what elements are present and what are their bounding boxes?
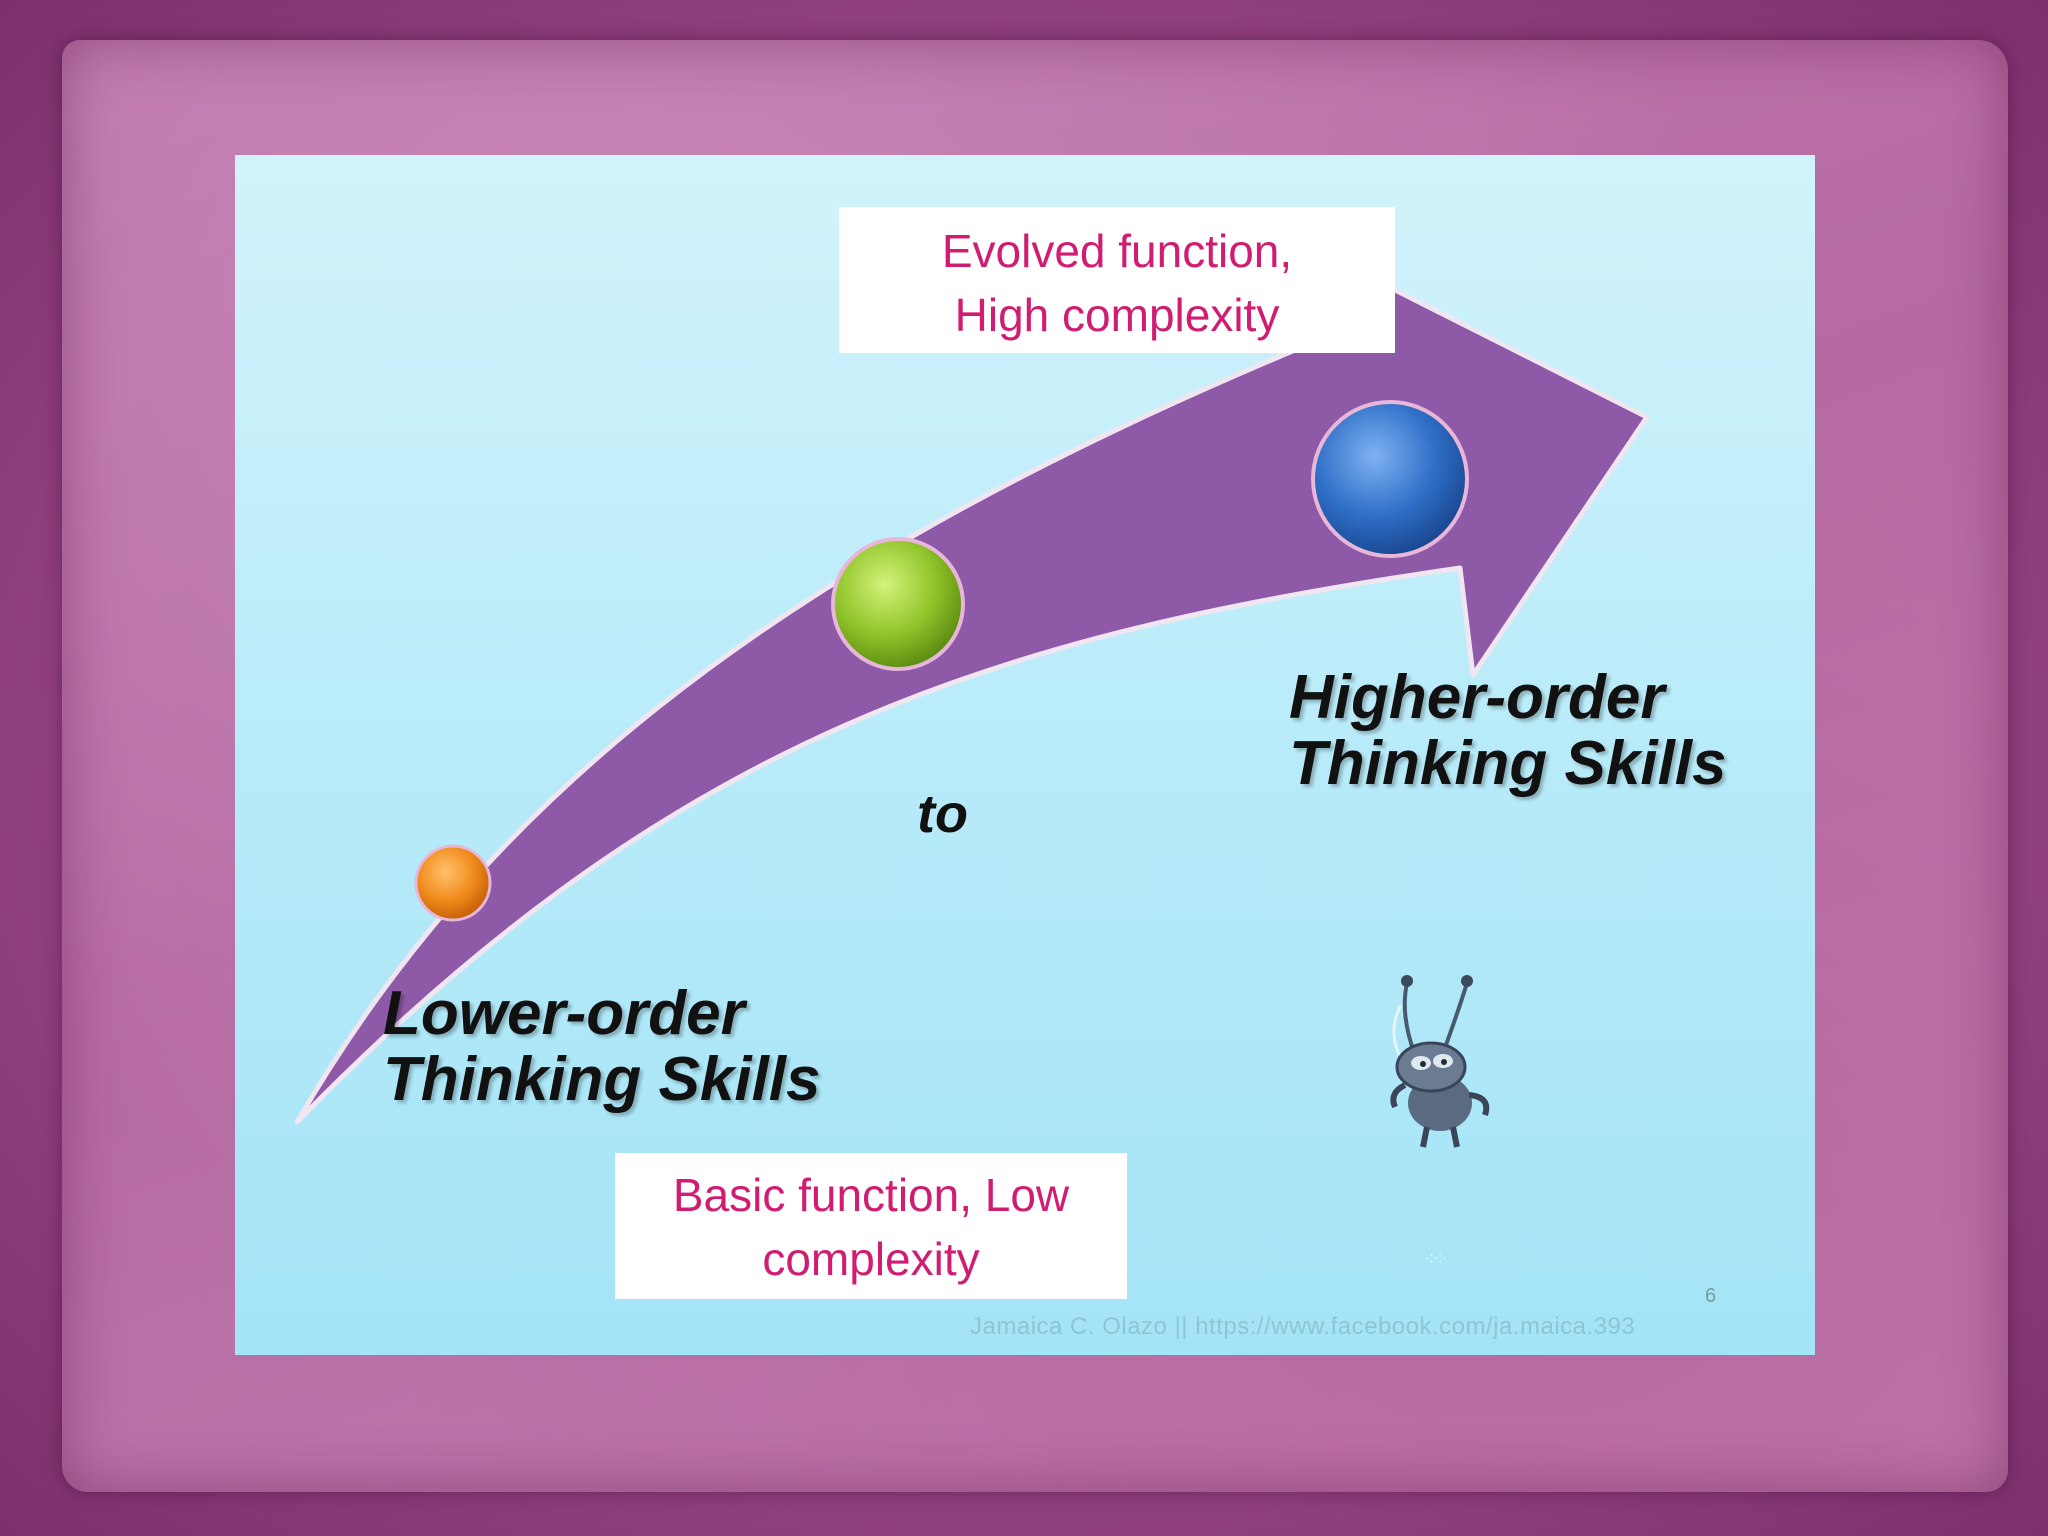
higher-order-line1: Higher-order — [1289, 663, 1665, 732]
evolved-function-line1: Evolved function, — [941, 225, 1293, 277]
diagram-graphic — [294, 234, 1650, 1125]
orange-dot — [414, 844, 492, 922]
basic-function-line1: Basic function, Low — [672, 1169, 1070, 1221]
evolved-function-line2: High complexity — [954, 289, 1280, 341]
footer-credit: Jamaica C. Olazo || https://www.facebook… — [970, 1313, 1636, 1340]
lower-order-title: Lower-order Thinking Skills — [383, 981, 821, 1113]
blue-dot — [1311, 400, 1469, 558]
connector-word: to — [917, 784, 968, 844]
lower-order-line2: Thinking Skills — [383, 1045, 821, 1114]
basic-function-label: Basic function, Low complexity — [615, 1153, 1127, 1299]
lower-order-line1: Lower-order — [383, 979, 745, 1048]
page-number: 6 — [1705, 1285, 1717, 1307]
curved-arrow — [294, 234, 1650, 1125]
green-dot — [831, 537, 965, 671]
slide: Evolved function, High complexity Higher… — [235, 155, 1815, 1355]
bug-mascot-icon — [1390, 975, 1490, 1148]
watermark-mark: ·:·:· — [1425, 1249, 1447, 1265]
evolved-function-label: Evolved function, High complexity — [839, 207, 1395, 353]
basic-function-line2: complexity — [762, 1233, 980, 1285]
higher-order-line2: Thinking Skills — [1289, 729, 1727, 798]
higher-order-title: Higher-order Thinking Skills — [1289, 665, 1727, 797]
